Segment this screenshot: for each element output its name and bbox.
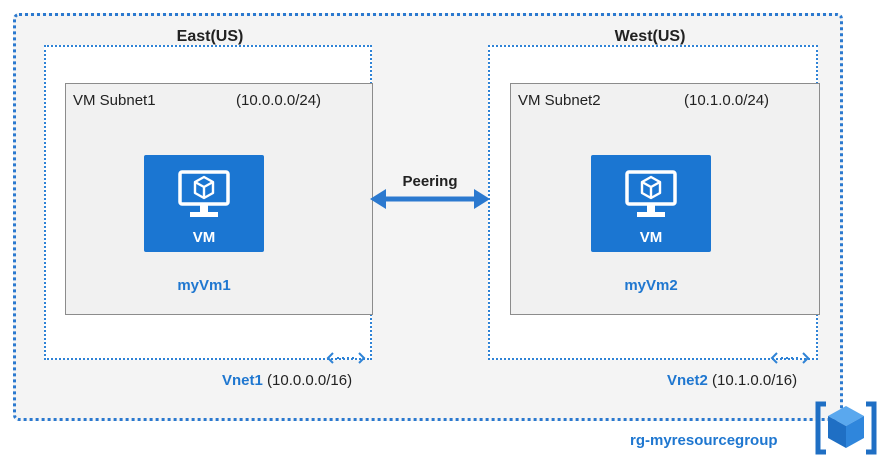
vnet-cidr-west: (10.1.0.0/16): [712, 372, 798, 389]
vnet-peering-endpoint-icon: [770, 352, 810, 364]
vnet-name-east: Vnet1: [222, 372, 263, 389]
vm-name-east: myVm1: [177, 277, 231, 294]
resource-group-label: rg-myresourcegroup: [630, 432, 778, 449]
subnet-name-east: VM Subnet1: [73, 92, 156, 109]
vnet-cidr-east: (10.0.0.0/16): [267, 372, 353, 389]
region-title-east: East(US): [176, 28, 244, 45]
vm-tile-west[interactable]: VM: [591, 155, 711, 252]
vnet-name-west: Vnet2: [667, 372, 708, 389]
subnet-name-west: VM Subnet2: [518, 92, 601, 109]
vnet-label-east: Vnet1 (10.0.0.0/16): [222, 372, 352, 389]
subnet-cidr-east: (10.0.0.0/24): [236, 92, 322, 109]
vnet-peering-endpoint-icon: [326, 352, 366, 364]
monitor-icon: [178, 170, 230, 217]
vm-name-west: myVm2: [624, 277, 678, 294]
peering-label: Peering: [402, 173, 458, 190]
resource-group-cube-icon: [815, 401, 877, 455]
monitor-icon: [625, 170, 677, 217]
subnet-cidr-west: (10.1.0.0/24): [684, 92, 770, 109]
vm-tile-east[interactable]: VM: [144, 155, 264, 252]
vnet-label-west: Vnet2 (10.1.0.0/16): [667, 372, 797, 389]
peering-arrow-icon: [370, 189, 490, 209]
vm-tile-label-east: VM: [192, 229, 216, 246]
region-title-west: West(US): [614, 28, 686, 45]
vm-tile-label-west: VM: [639, 229, 663, 246]
